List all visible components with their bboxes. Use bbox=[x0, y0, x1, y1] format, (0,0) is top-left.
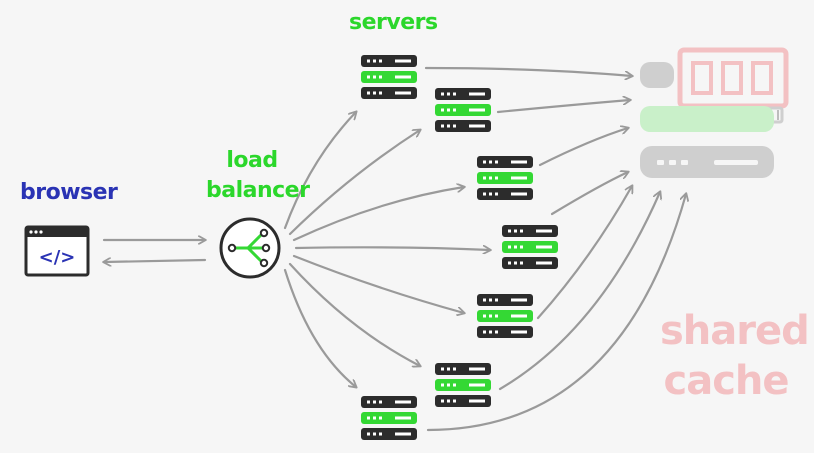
shared-cache-label-line1: shared bbox=[660, 308, 810, 354]
code-brackets-icon: </> bbox=[39, 247, 76, 268]
server-cache-arrows bbox=[424, 66, 686, 432]
server-6-icon bbox=[435, 363, 491, 407]
shared-cache-icon bbox=[640, 47, 789, 178]
cache-unit-top bbox=[640, 62, 674, 88]
server-1-icon bbox=[361, 55, 417, 99]
servers-label: servers bbox=[349, 10, 438, 35]
server-7-icon bbox=[361, 396, 417, 440]
browser-icon: </> bbox=[24, 225, 90, 277]
browser-label: browser bbox=[20, 180, 118, 205]
load-balancer-label-line1: load bbox=[226, 148, 278, 173]
server-3-icon bbox=[477, 156, 533, 200]
load-balancer-icon bbox=[219, 217, 281, 279]
cache-unit-main bbox=[640, 146, 774, 178]
browser-lb-arrows bbox=[104, 240, 205, 262]
server-5-icon bbox=[477, 294, 533, 338]
load-balancer-label-line2: balancer bbox=[206, 178, 310, 203]
shared-cache-label: shared cache bbox=[660, 306, 810, 406]
server-4-icon bbox=[502, 225, 558, 269]
load-balancer-label: load balancer bbox=[206, 146, 310, 206]
cache-digit-boxes bbox=[691, 61, 773, 95]
server-2-icon bbox=[435, 88, 491, 132]
lb-server-arrows bbox=[283, 112, 490, 387]
cache-unit-green bbox=[640, 106, 774, 132]
arrow-lb-to-browser bbox=[104, 260, 207, 262]
shared-cache-label-line2: cache bbox=[663, 358, 789, 404]
